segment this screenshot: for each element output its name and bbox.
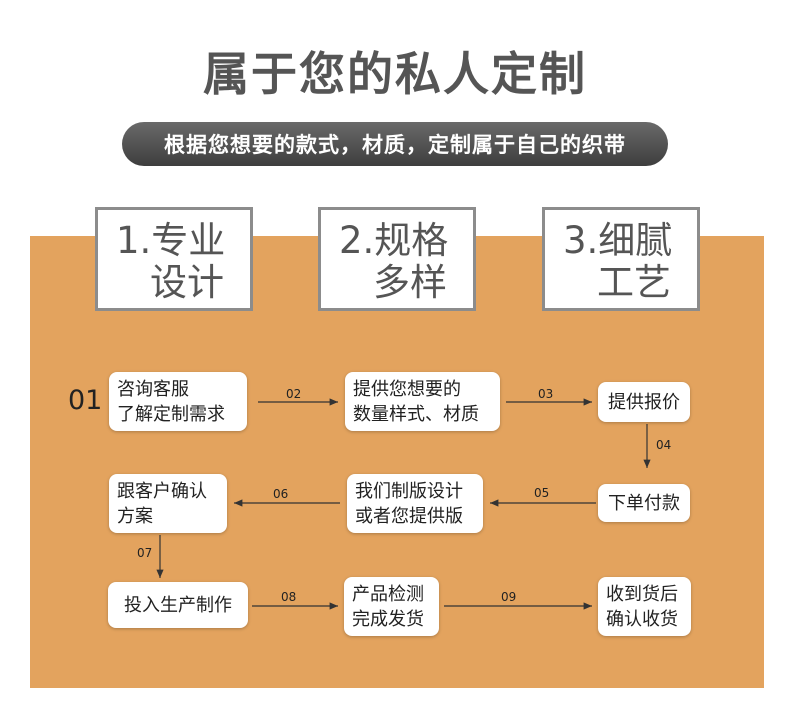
feature-label: 工艺 (597, 261, 671, 304)
feature-label: 2.规格 (339, 219, 449, 262)
step-line: 投入生产制作 (124, 594, 232, 616)
subtitle-text: 根据您想要的款式，材质，定制属于自己的织带 (164, 133, 626, 157)
step-line: 提供您想要的 (353, 379, 461, 400)
arrow-label: 04 (656, 438, 672, 452)
arrow-label: 03 (538, 387, 554, 401)
step-inspect-ship: 产品检测 完成发货 (344, 577, 439, 636)
step-plate-design: 我们制版设计 或者您提供版 (347, 474, 483, 533)
feature-box-design: 1.专业 设计 (95, 207, 253, 311)
step-line: 完成发货 (352, 609, 424, 630)
step-line: 了解定制需求 (117, 404, 225, 425)
step-consult: 咨询客服 了解定制需求 (109, 372, 247, 431)
feature-label: 设计 (150, 261, 224, 304)
step-line: 收到货后 (606, 584, 678, 605)
step-quote: 提供报价 (598, 382, 690, 422)
step-line: 方案 (117, 506, 153, 527)
arrow-label: 02 (286, 387, 302, 401)
arrow-label: 08 (281, 590, 297, 604)
step-receive-confirm: 收到货后 确认收货 (598, 577, 691, 636)
feature-box-specs: 2.规格 多样 (318, 207, 476, 311)
feature-label: 多样 (373, 261, 447, 304)
feature-label: 1.专业 (116, 219, 226, 262)
step-line: 产品检测 (352, 584, 424, 605)
subtitle-banner: 根据您想要的款式，材质，定制属于自己的织带 (122, 122, 668, 166)
feature-box-craft: 3.细腻 工艺 (542, 207, 700, 311)
step-provide-specs: 提供您想要的 数量样式、材质 (345, 372, 500, 431)
start-number: 01 (68, 385, 103, 416)
feature-label: 3.细腻 (563, 219, 673, 262)
step-production: 投入生产制作 (108, 582, 248, 628)
step-line: 下单付款 (608, 492, 680, 514)
arrow-label: 07 (137, 546, 153, 560)
step-line: 我们制版设计 (355, 481, 463, 502)
step-line: 咨询客服 (117, 379, 189, 400)
arrow-label: 05 (534, 486, 550, 500)
page-title: 属于您的私人定制 (203, 47, 587, 101)
arrow-label: 06 (273, 487, 289, 501)
step-confirm-plan: 跟客户确认 方案 (109, 474, 227, 533)
step-line: 确认收货 (606, 609, 678, 630)
step-order-pay: 下单付款 (598, 484, 690, 522)
step-line: 或者您提供版 (355, 506, 463, 527)
step-line: 跟客户确认 (117, 481, 207, 502)
step-line: 数量样式、材质 (353, 404, 479, 425)
step-line: 提供报价 (608, 391, 680, 413)
arrow-label: 09 (501, 590, 517, 604)
